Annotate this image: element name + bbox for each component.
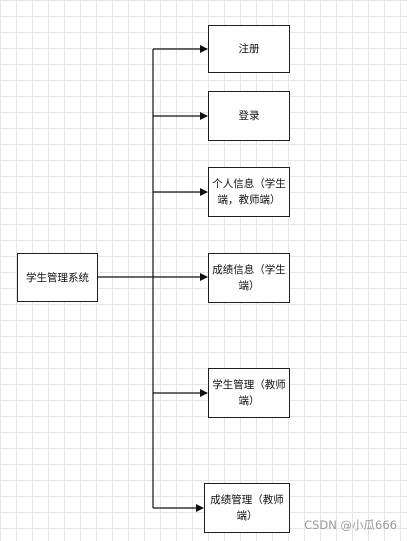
root-node: 学生管理系统 — [17, 253, 98, 302]
watermark: CSDN @小瓜666 — [304, 518, 397, 532]
child-node-personal-info: 个人信息（学生端，教师端） — [208, 167, 290, 217]
child-node-label: 成绩管理（教师端） — [210, 494, 284, 522]
child-node-label: 个人信息（学生端，教师端） — [212, 178, 286, 206]
child-node-label: 学生管理（教师端） — [212, 379, 286, 407]
child-node-label: 成绩信息（学生端） — [212, 264, 286, 292]
child-node-grade-management: 成绩管理（教师端） — [204, 483, 290, 533]
child-node-label: 注册 — [238, 43, 260, 55]
root-node-label: 学生管理系统 — [26, 271, 89, 284]
child-node-student-management: 学生管理（教师端） — [208, 368, 290, 418]
child-node-grade-info: 成绩信息（学生端） — [208, 253, 290, 303]
child-node-register: 注册 — [208, 25, 290, 73]
child-node-login: 登录 — [208, 91, 290, 141]
child-node-label: 登录 — [238, 110, 260, 122]
